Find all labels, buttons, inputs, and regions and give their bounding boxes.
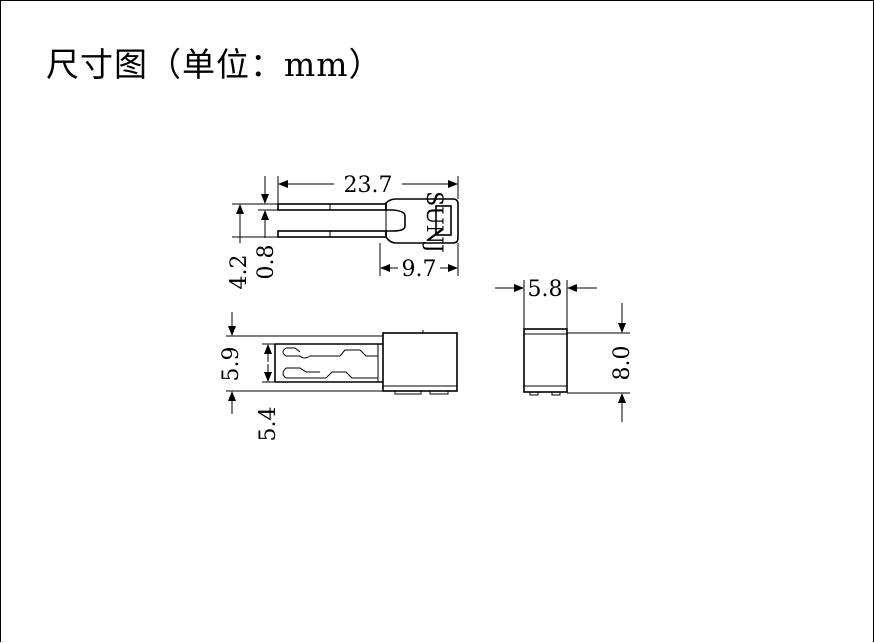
dim-side-height: 5.9 — [219, 347, 244, 382]
side-slot-upper — [282, 347, 378, 359]
top-view: SUNJ 23.7 9.7 4.2 0.8 — [227, 173, 459, 290]
drawing-title: 尺寸图（单位：mm） — [46, 45, 383, 84]
side-blade-edges — [275, 343, 383, 383]
dim-head-length: 9.7 — [402, 257, 437, 282]
end-view: 5.8 8.0 — [495, 277, 635, 422]
end-body — [523, 328, 568, 393]
side-slot-lower — [282, 367, 378, 379]
logo-text: SUNJ — [421, 191, 446, 253]
dim-end-height: 8.0 — [610, 346, 635, 381]
side-body — [382, 332, 458, 392]
dim-total-length: 23.7 — [344, 173, 393, 198]
dim-height-top: 4.2 — [227, 255, 252, 290]
top-blade-lower — [277, 230, 387, 238]
top-blade-upper — [277, 203, 387, 211]
dim-slot-width: 0.8 — [254, 245, 279, 280]
side-view: 5.9 5.4 — [219, 312, 458, 442]
dim-width: 5.8 — [528, 277, 563, 302]
top-window — [435, 205, 452, 236]
top-head — [385, 198, 459, 244]
dim-side-blade: 5.4 — [256, 407, 281, 442]
